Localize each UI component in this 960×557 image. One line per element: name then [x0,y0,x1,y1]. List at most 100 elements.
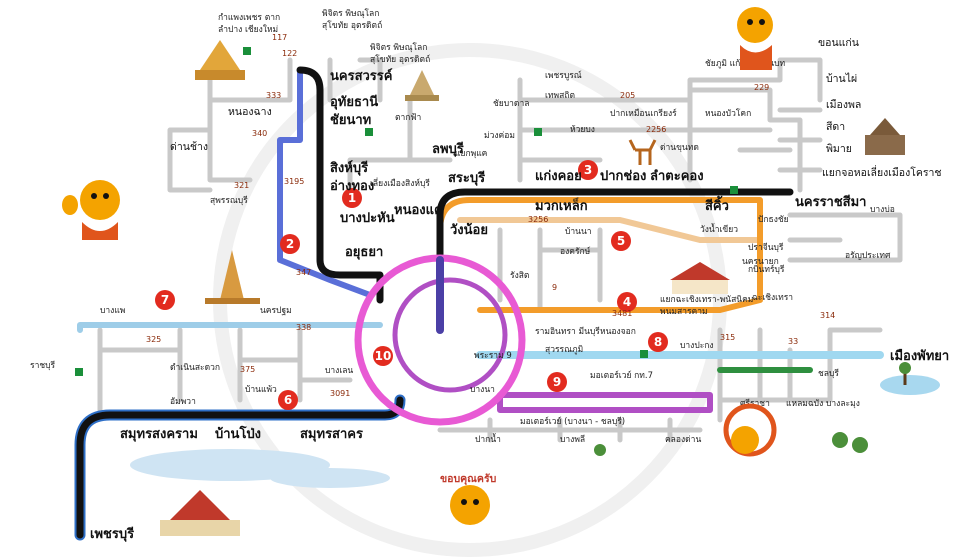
badge-9: 9 [547,372,567,392]
secondary-roads [97,57,903,443]
label-samut-sakhon: สมุทรสาคร [300,427,363,442]
label-bypass-korat: แยกจอหอเลี่ยงเมืองโคราช [822,165,942,179]
label-nakhon-sawan: นครสวรรค์ [330,68,392,84]
road-middle-grid [497,227,603,313]
label-dan-khun: ด่านขุนทด [660,143,699,153]
label-chachoengsao: ฉะเชิงเทรา [752,293,793,303]
label-nong-bua: หนองบัวโคก [705,108,751,119]
route-2-line [277,67,373,298]
label-phichit2: พิจิตร พิษณุโลก [370,42,427,53]
label-phetchaburi: เพชรบุรี [90,526,134,542]
label-thank-you: ขอบคุณครับ [440,473,497,486]
label-sida: สีดา [826,120,845,133]
road-west-grid [97,327,353,413]
badge-8: 8 [648,332,668,352]
svg-text:4: 4 [623,295,631,309]
road-314: 315 [720,333,735,342]
route-9-line [497,392,713,413]
badge-1: 1 [342,188,362,208]
label-angthong: อ่างทอง [330,179,374,194]
temple-icon [195,40,245,80]
badge-7: 7 [155,290,175,310]
label-aranyaprathet: อรัญประเทศ [845,251,891,261]
label-bang-na: บางนา [470,385,495,395]
svg-text:5: 5 [617,234,625,248]
label-chainat: ชัยนาท [330,113,371,128]
label-korat: นครราชสีมา [795,194,866,210]
decorations [62,7,940,536]
road-331: 314 [820,311,835,320]
label-mueang-phon: เมืองพล [826,98,861,111]
label-lampang: ลำปาง เชียงใหม่ [218,24,278,35]
road-375: 375 [240,365,255,374]
route-10-inner [392,277,508,393]
label-uthai: อุทัยธานี [330,94,378,110]
label-bang-len: บางเลน [325,366,353,376]
label-rama9: พระราม 9 [474,351,512,361]
road-korat-east [787,212,903,263]
label-tha-wung: ตากฟ้า [395,112,421,123]
label-bang-pae: บางแพ [100,306,125,316]
label-suphan: สุพรรณบุรี [210,195,248,206]
label-ban-phai: บ้านไผ่ [826,72,857,85]
sign-1b [365,128,373,136]
bottom-temple-icon [160,490,240,536]
mascot-bottom-right-icon [723,403,777,457]
major-city-labels: นครสวรรค์ อุทัยธานี ชัยนาท สิงห์บุรี อ่า… [90,68,949,542]
svg-text:1: 1 [348,191,356,205]
label-damnoen: ดำเนินสะดวก [170,363,220,373]
label-chachoeng-jct: แยกฉะเชิงเทรา-พนัสนิคม [660,295,753,305]
trees-icon [594,432,868,456]
label-bang-lamung: บางละมุง [826,399,860,409]
road-north-east [687,57,823,173]
route-5-line [457,217,763,243]
mascot-bottom-icon [450,485,490,525]
route-badges: 1 2 3 4 5 6 7 8 9 10 [155,160,668,410]
khmer-ruins-icon [865,118,905,155]
label-ban-pho: บ้านโป่ง [215,425,261,442]
badge-3: 3 [578,160,598,180]
route-3-line [436,188,794,304]
label-khon-kaen: ขอนแก่น [818,37,859,49]
label-amphawa: อัมพวา [170,397,196,407]
label-chai-badan: ชัยบาดาล [493,99,529,109]
label-kabin: กบินทร์บุรี [748,264,785,275]
label-kaeng-khoi: แก่งคอย [535,169,582,184]
place-labels: กำแพงเพชร ตาก ลำปาง เชียงใหม่ พิจิตร พิษ… [30,8,942,486]
road-229: 229 [754,83,769,92]
label-wang-nam-khiao: วังน้ำเขียว [700,223,738,235]
road-338: 338 [296,323,311,332]
lopburi-temple-icon [405,70,439,101]
label-si-racha: ศรีราชา [740,398,770,409]
sign-2a [534,128,542,136]
badge-2: 2 [280,234,300,254]
mascot-left-icon [62,180,120,240]
label-nong-khae: หนองแค [394,203,443,218]
label-sikhio: สีคิ้ว [705,195,729,214]
label-nong-chang: หนองฉาง [228,106,272,118]
label-samut-songkhram: สมุทรสงคราม [120,427,198,442]
road-2256: 2256 [646,125,666,134]
label-ban-na: บ้านนา [565,226,592,237]
road-333: 333 [266,91,281,100]
road-north-grid [327,57,453,203]
label-nakhon-pathom: นครปฐม [260,306,292,316]
road-numbers: 117 122 333 340 3195 321 9 3256 3481 33 … [146,33,835,398]
label-phichit1: พิจิตร พิษณุโลก [322,8,379,19]
label-ratchaburi: ราชบุรี [30,360,56,371]
label-nong-chok: หนองจอก [600,327,636,337]
road-325: 325 [146,335,161,344]
label-motorway7: มอเตอร์เวย์ กท.7 [590,370,653,381]
route-lines [74,66,884,541]
road-347: 347 [296,268,311,277]
label-min-buri: รามอินทรา มีนบุรี [535,326,600,337]
label-lam-narai: ม่วงค่อม [484,131,515,141]
road-3091: 3091 [330,389,350,398]
sign-7b [640,350,648,358]
sign-1a [243,47,251,55]
label-khlong-dan: คลองด่าน [665,435,701,445]
svg-text:7: 7 [161,293,169,307]
label-bang-phli: บางพลี [560,434,585,445]
label-nakhon-nayok: นครนายก [742,257,779,267]
label-laem-chabang: แหลมฉบัง [786,399,823,409]
